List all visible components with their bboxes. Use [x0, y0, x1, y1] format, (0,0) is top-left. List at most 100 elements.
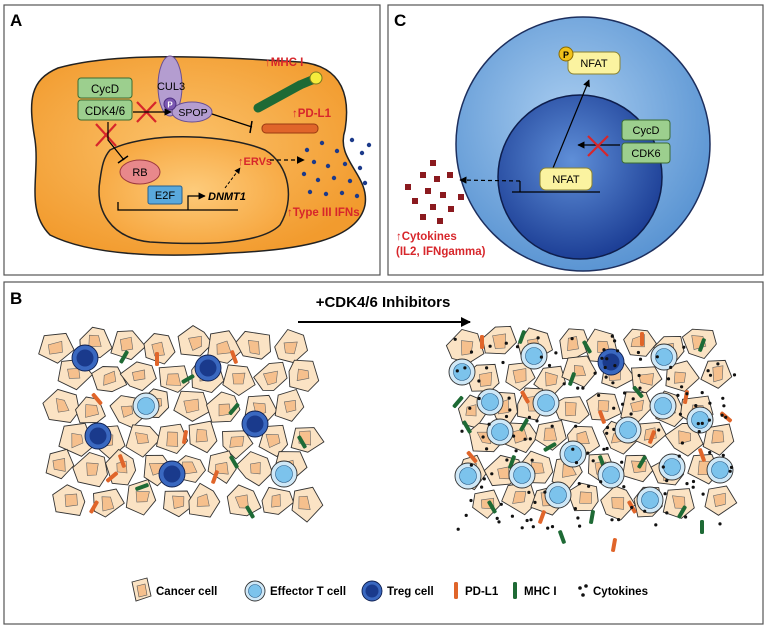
cytokine-dot — [622, 485, 626, 489]
effector-t-cell-nucleus — [481, 393, 499, 411]
cytokine-dot — [550, 424, 554, 428]
cancer-cell-nucleus — [103, 370, 117, 386]
cytokine-dot — [732, 373, 737, 377]
mhc1-molecule — [253, 80, 305, 113]
cytokine-dot — [613, 364, 617, 368]
cytokine-dot — [514, 449, 518, 453]
cytokine-dot — [718, 522, 722, 526]
cytokine-dot — [511, 434, 516, 438]
panel-b-letter: B — [10, 289, 22, 308]
ifn-dots — [301, 137, 372, 199]
cytokine-dot — [525, 518, 529, 523]
cdk6-box — [621, 142, 671, 164]
cancer-cell-nucleus — [597, 400, 610, 412]
cancer-cell-nucleus — [88, 334, 102, 347]
cytokine-dot — [729, 465, 734, 469]
cytokine-dot — [728, 469, 732, 473]
pdl1-marker — [640, 332, 644, 346]
cancer-cell-nucleus — [216, 340, 232, 355]
panel-c: C NFAT P CycD CDK6 NFAT — [387, 4, 764, 276]
mhc1-marker — [637, 455, 647, 469]
inhibition-x-icon-2 — [95, 123, 117, 147]
cytokine-dot — [501, 360, 505, 365]
treg-cell-nucleus — [246, 415, 264, 433]
cytokine-dot — [510, 514, 514, 518]
panel-a-letter: A — [10, 11, 22, 30]
ervs-label: ↑ERVs — [238, 156, 272, 168]
cytokine-dot — [604, 375, 608, 379]
legend-effector-t-cell: Effector T cell — [270, 586, 346, 598]
cancer-cell-nucleus — [271, 494, 281, 508]
cytokine-dot — [663, 492, 667, 496]
mhc1-label: ↑MHC I — [265, 57, 303, 69]
mhc1-marker — [452, 395, 464, 409]
cycd-box-c — [621, 119, 671, 141]
cytokine-dot — [543, 490, 547, 494]
cytokine-dot — [682, 345, 686, 349]
cancer-cell-nucleus — [120, 405, 134, 418]
cancer-cell-nucleus — [465, 404, 477, 417]
cytokine-dot — [680, 441, 685, 445]
pdl1-marker — [91, 392, 103, 406]
effector-t-cell-nucleus — [602, 466, 620, 484]
effector-t-cell-nucleus — [655, 348, 673, 366]
cytokine-dot — [497, 520, 501, 524]
pdl1-marker — [182, 429, 188, 445]
cytokine-dot — [654, 523, 658, 527]
cancer-cell-nucleus — [479, 371, 493, 387]
cytokine-dot — [504, 341, 508, 345]
cytokine-dot — [574, 424, 578, 428]
phospho-label: P — [167, 101, 173, 110]
cytokine-dot — [708, 450, 712, 455]
mhc1-marker — [518, 330, 526, 344]
cytokine-dot — [610, 334, 614, 338]
cancer-cell-nucleus — [630, 399, 644, 413]
effector-t-cell-nucleus — [711, 461, 729, 479]
rb-label: RB — [132, 167, 147, 179]
cytokine-dot — [485, 447, 489, 451]
cytokine-dot — [586, 451, 590, 455]
cytokine-dot — [597, 393, 601, 397]
nfat-nucleus-box — [539, 167, 593, 191]
cancer-cell-nucleus — [135, 432, 149, 445]
cytokine-dot — [520, 526, 524, 530]
cytokine-dot — [573, 507, 578, 511]
effector-t-cell-nucleus — [275, 465, 293, 483]
cytokine-dot — [605, 431, 609, 435]
cytokine-dot — [577, 482, 581, 486]
cytokine-dot — [666, 377, 671, 381]
cancer-cell-nucleus — [672, 495, 686, 509]
cytokine-dot — [602, 447, 606, 451]
tissue-before — [38, 325, 325, 523]
cytokine-dot — [620, 460, 624, 464]
cytokine-dot — [643, 509, 647, 513]
cancer-cell-nucleus — [232, 372, 246, 385]
cytokine-dot — [507, 396, 511, 400]
effector-t-cell-nucleus — [459, 467, 477, 485]
cytokine-dot — [570, 337, 574, 341]
cytokine-dot — [637, 373, 641, 378]
cul3-label: CUL3 — [157, 81, 185, 93]
e2f-label: E2F — [155, 190, 175, 202]
cytokine-dot — [605, 425, 610, 430]
cytokine-dot — [477, 379, 481, 383]
cytokine-dot — [554, 351, 558, 355]
cytokine-dot — [700, 421, 704, 425]
cytokines-sublabel: (IL2, IFNgamma) — [396, 246, 486, 258]
pdl1-label: ↑PD-L1 — [292, 108, 332, 120]
cytokine-dot — [661, 465, 665, 469]
treg-cell-nucleus — [89, 427, 107, 445]
pdl1-marker — [155, 352, 159, 366]
cancer-cell-nucleus — [712, 365, 724, 383]
pdl1-marker — [89, 500, 99, 514]
cancer-cell-nucleus — [47, 340, 63, 355]
cytokine-dot — [463, 366, 467, 370]
peptide-icon — [309, 71, 323, 85]
pdl1-marker — [520, 390, 530, 404]
cytokine-dot — [460, 429, 464, 433]
cytokine-dot — [535, 419, 539, 423]
cytokine-dot — [477, 396, 481, 401]
cytokine-dot — [612, 406, 616, 410]
cytokine-dot — [587, 484, 591, 488]
cytokine-dot — [611, 381, 615, 385]
